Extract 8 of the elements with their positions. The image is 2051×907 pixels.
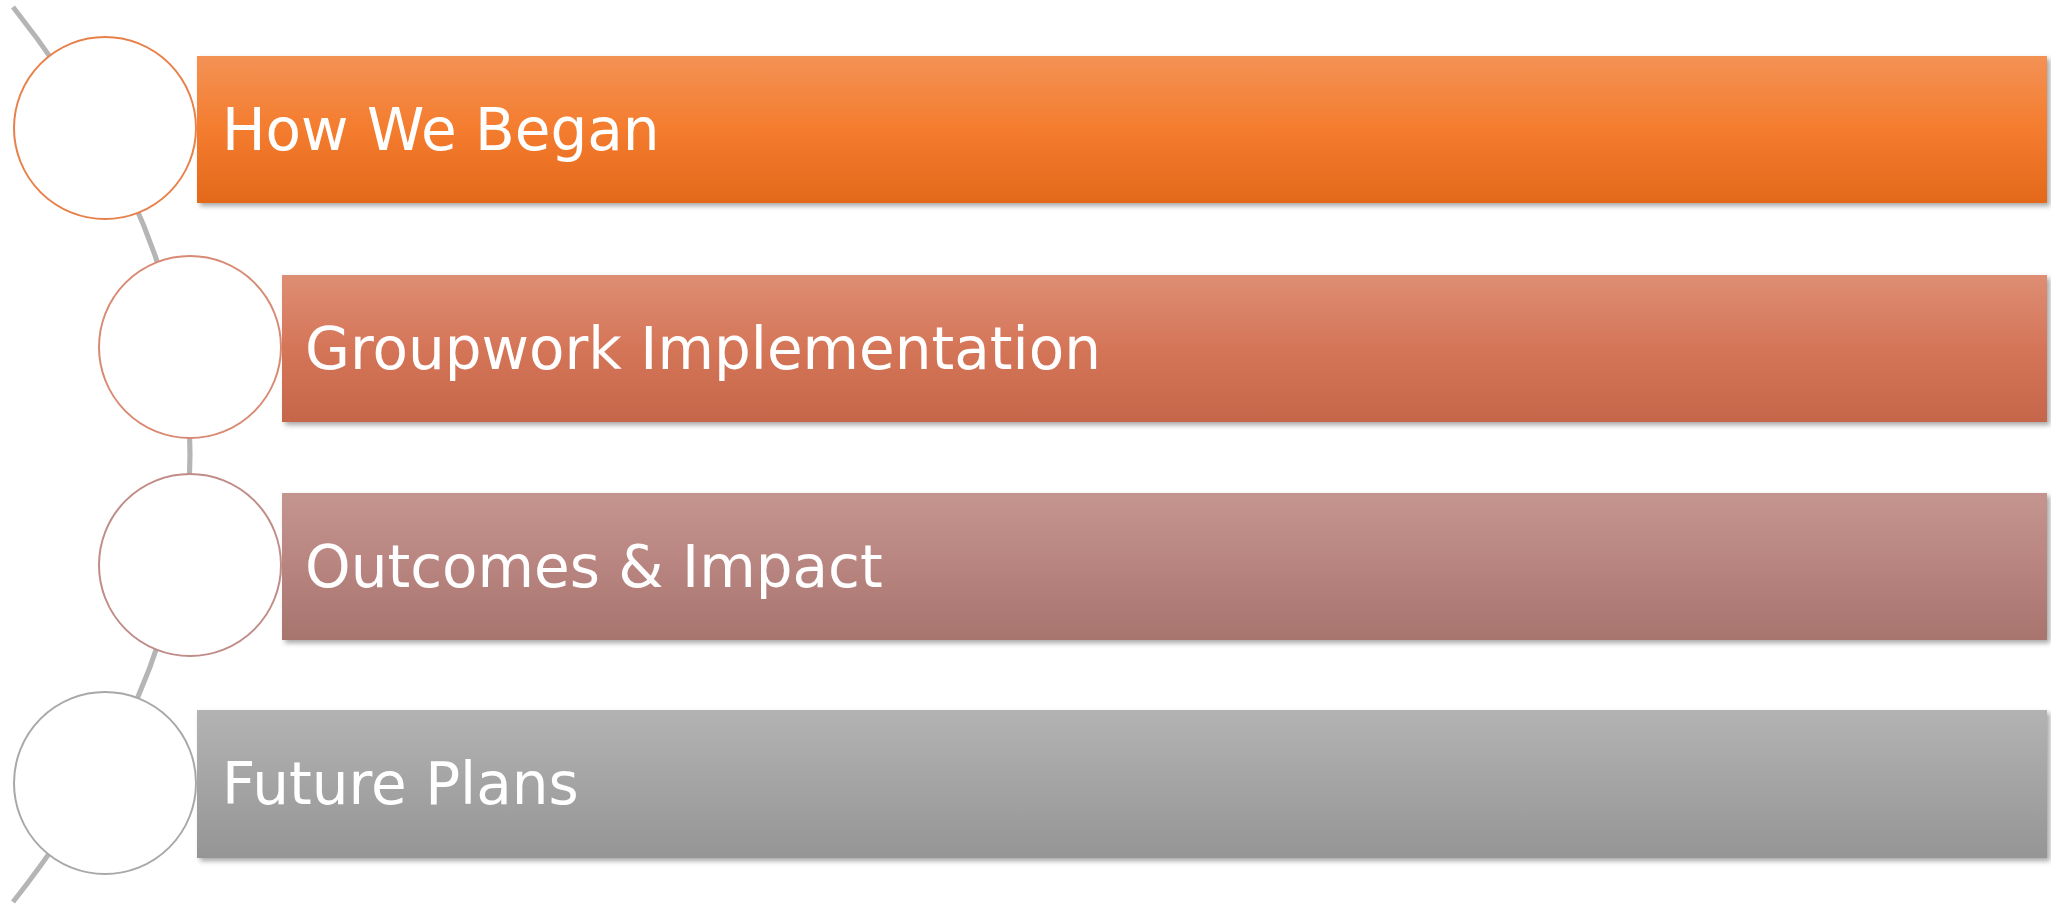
- bar-title: Future Plans: [222, 750, 579, 818]
- bar-title: Outcomes & Impact: [305, 532, 883, 601]
- bar-title: Groupwork Implementation: [305, 314, 1101, 383]
- list-bar: [197, 710, 2047, 858]
- list-bar: [197, 56, 2047, 203]
- list-bar: [282, 493, 2047, 640]
- list-bar: [282, 275, 2047, 422]
- bar-title: How We Began: [222, 95, 660, 164]
